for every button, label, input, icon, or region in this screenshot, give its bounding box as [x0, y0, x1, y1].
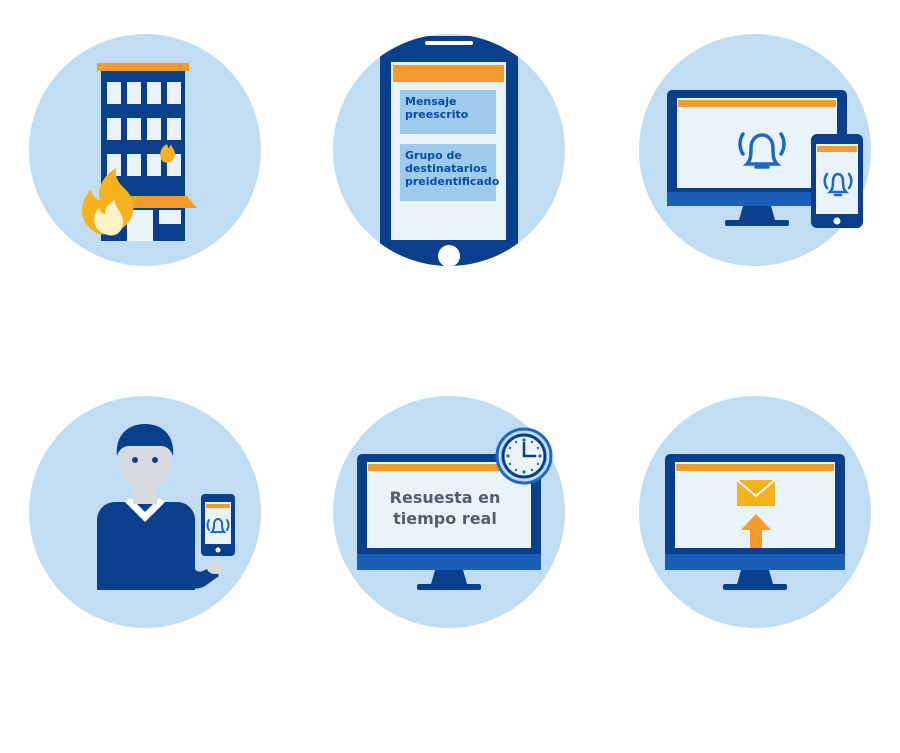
recipient-group-card: Grupo de destinatarios preidentificado — [400, 144, 500, 201]
person-phone-tile — [29, 396, 261, 628]
label-line: tiempo real — [393, 509, 497, 528]
label-line: Resuesta en — [389, 488, 501, 507]
bell-icon-small — [823, 172, 853, 197]
envelope-icon — [736, 479, 776, 506]
prewritten-message-card: Mensaje preescrito — [400, 90, 496, 134]
card-line: destinatarios — [405, 162, 488, 175]
upload-arrow-icon — [741, 514, 771, 548]
realtime-response-tile — [333, 396, 565, 628]
clock-icon — [495, 427, 553, 485]
card-line: Mensaje — [405, 95, 457, 108]
person-with-phone-icon — [29, 396, 261, 628]
bell-icon — [206, 517, 230, 533]
desktop-and-phone-alert-icon — [639, 34, 871, 266]
realtime-response-label: Resuesta en tiempo real — [368, 487, 522, 529]
burning-building-tile — [29, 34, 261, 266]
card-line: Grupo de — [405, 149, 462, 162]
burning-building-icon — [29, 34, 261, 266]
bell-icon — [738, 132, 786, 169]
card-line: preescrito — [405, 108, 469, 121]
monitor-email-upload-icon — [639, 396, 871, 628]
card-line: preidentificado — [405, 175, 500, 188]
monitor-clock-icon — [333, 396, 565, 628]
multi-device-alert-tile — [639, 34, 871, 266]
email-upload-tile — [639, 396, 871, 628]
